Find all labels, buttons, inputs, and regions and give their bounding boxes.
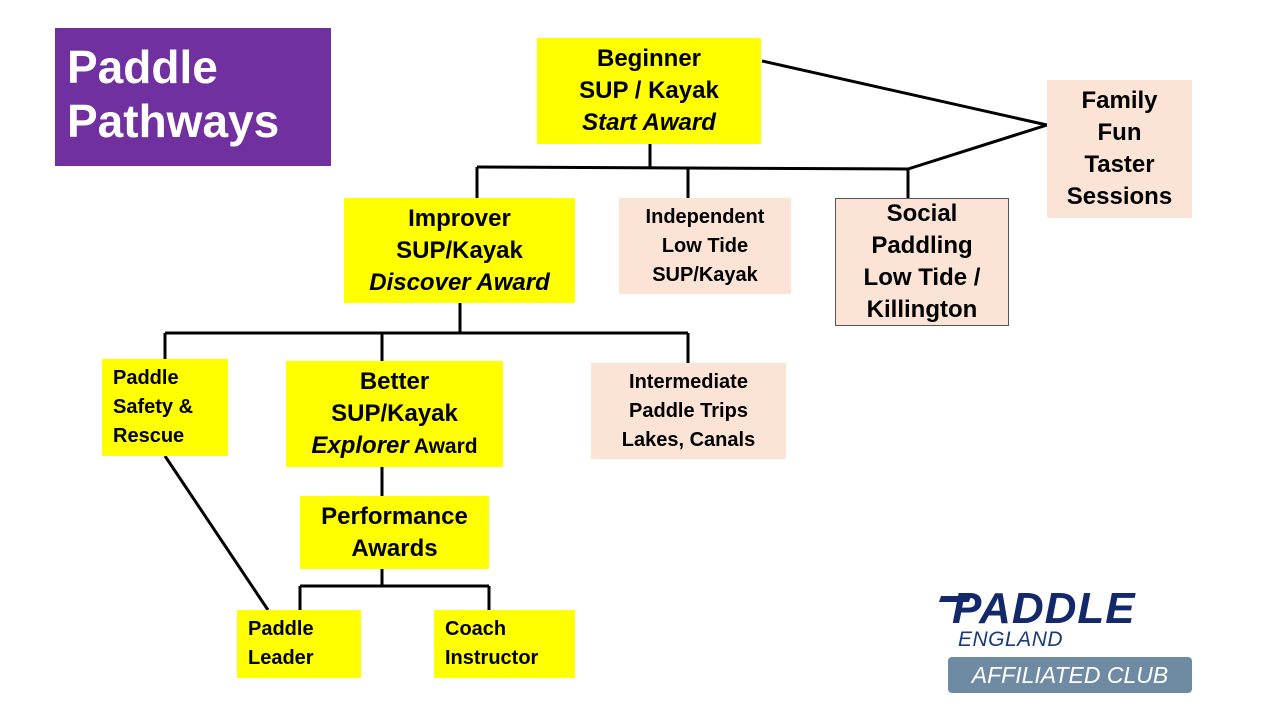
node-leader: Paddle Leader xyxy=(237,610,361,678)
node-safety-line-3: Rescue xyxy=(113,425,185,447)
node-safety-line-2: Safety & xyxy=(113,396,194,418)
node-leader-line-1: Paddle xyxy=(248,618,314,640)
node-coach-line-2: Instructor xyxy=(445,647,539,669)
node-performance-line-2: Awards xyxy=(351,534,438,562)
node-independent-line-1: Independent xyxy=(645,205,765,228)
node-improver-line-3: Discover Award xyxy=(369,268,550,296)
node-improver-line-1: Improver xyxy=(408,204,511,232)
node-safety: Paddle Safety & Rescue xyxy=(102,359,228,456)
connector-level1-bar xyxy=(476,165,909,171)
paddle-england-logo: PADDLE ENGLAND AFFILIATED CLUB xyxy=(938,584,1192,696)
node-intermediate-line-3: Lakes, Canals xyxy=(621,428,756,451)
node-performance-line-1: Performance xyxy=(321,502,468,530)
node-better-award: Award xyxy=(408,434,478,458)
node-improver-line-2: SUP/Kayak xyxy=(396,236,523,264)
node-better-line-1: Better xyxy=(359,367,430,395)
node-social-line-3: Low Tide / xyxy=(863,264,981,291)
node-independent-line-2: Low Tide xyxy=(661,234,749,257)
connector-social-family xyxy=(907,123,1048,171)
logo-affiliated-badge: AFFILIATED CLUB xyxy=(948,657,1192,693)
node-family-line-3: Taster xyxy=(1084,151,1155,178)
logo-region: ENGLAND xyxy=(958,628,1064,651)
node-independent-line-3: SUP/Kayak xyxy=(652,263,758,286)
node-performance: Performance Awards xyxy=(300,496,489,569)
node-family-line-4: Sessions xyxy=(1066,183,1173,210)
node-beginner-line-3: Start Award xyxy=(582,109,716,136)
node-better-line-2: SUP/Kayak xyxy=(331,399,458,427)
logo-brand: PADDLE xyxy=(952,584,1136,633)
node-family-line-1: Family xyxy=(1081,87,1158,114)
node-better-explorer: Explorer xyxy=(311,431,409,459)
node-better-line-3: Explorer Award xyxy=(311,430,477,463)
node-social-line-4: Killington xyxy=(866,296,978,323)
node-social-line-1: Social xyxy=(886,200,958,227)
node-intermediate: Intermediate Paddle Trips Lakes, Canals xyxy=(591,363,786,459)
node-social: Social Paddling Low Tide / Killington xyxy=(835,198,1009,326)
node-social-line-2: Paddling xyxy=(871,232,973,259)
node-independent: Independent Low Tide SUP/Kayak xyxy=(619,198,791,294)
title-line-1: Paddle xyxy=(67,41,218,93)
node-beginner-line-1: Beginner xyxy=(596,45,701,72)
node-intermediate-line-1: Intermediate xyxy=(629,370,748,393)
node-coach-line-1: Coach xyxy=(445,618,507,640)
node-family-line-2: Fun xyxy=(1097,119,1142,146)
node-beginner-line-2: SUP / Kayak xyxy=(579,77,719,104)
node-safety-line-1: Paddle xyxy=(113,367,179,389)
node-better: Better SUP/Kayak Explorer Award xyxy=(286,361,503,467)
node-coach: Coach Instructor xyxy=(434,610,575,678)
title-line-2: Pathways xyxy=(67,95,280,147)
connector-safety-leader xyxy=(163,455,270,611)
connector-beginner-family xyxy=(761,59,1048,127)
node-improver: Improver SUP/Kayak Discover Award xyxy=(344,198,575,303)
node-leader-line-2: Leader xyxy=(248,647,314,669)
node-intermediate-line-2: Paddle Trips xyxy=(629,399,748,422)
node-beginner: Beginner SUP / Kayak Start Award xyxy=(537,38,761,144)
page-title: Paddle Pathways xyxy=(55,28,331,166)
node-family: Family Fun Taster Sessions xyxy=(1047,80,1192,218)
